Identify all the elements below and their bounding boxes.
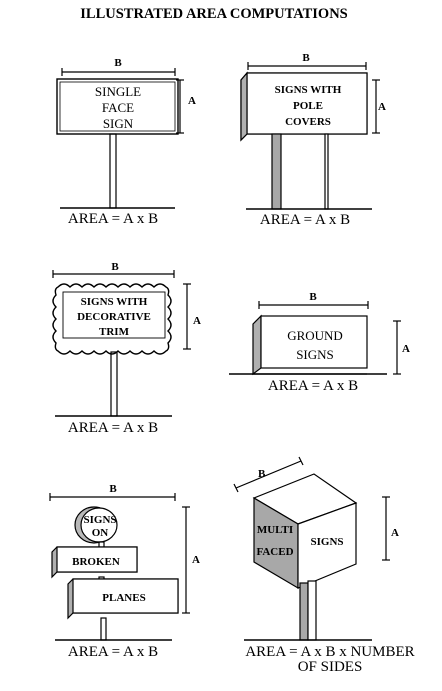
dimension-b-label: B <box>309 291 317 303</box>
pole-left <box>299 582 309 641</box>
sign-text-line1: SIGNS WITH <box>275 84 342 96</box>
single-face-sign-figure: B SINGLE FACE SIGN A AREA = A x B <box>56 57 196 227</box>
dimension-b-label: B <box>114 57 122 69</box>
sign-pole <box>109 133 117 209</box>
sign-text-line1: GROUND <box>287 328 343 343</box>
sign-text-line3: COVERS <box>285 116 331 128</box>
pole-cover-left <box>271 133 282 210</box>
sign-pole <box>100 617 107 641</box>
dimension-b-line <box>235 460 302 489</box>
page-title: ILLUSTRATED AREA COMPUTATIONS <box>80 6 348 22</box>
sign-text-line3: SIGN <box>103 116 134 131</box>
cube-right-face <box>297 502 357 589</box>
sign-face <box>62 291 166 339</box>
sign-text-line3: TRIM <box>99 326 130 338</box>
pole-covers-sign-figure: B SIGNS WITH POLE COVERS A AREA = A x B <box>240 52 386 228</box>
dimension-b-label: B <box>109 483 117 495</box>
multi-faced-sign-figure: B MULTI FACED SIGNS A AREA = A x B x NUM… <box>233 456 415 675</box>
decorative-trim-sign-figure: B SIGNS WITH DECORATIVE TRIM A AREA = A … <box>52 261 201 436</box>
dimension-a-label: A <box>391 527 399 539</box>
dimension-a-label: A <box>378 101 386 113</box>
planes-text: PLANES <box>102 592 145 604</box>
dimension-a-label: A <box>188 95 196 107</box>
sign-text-line2: FACE <box>102 100 134 115</box>
area-formula: AREA = A x B <box>68 211 158 227</box>
dimension-a-label: A <box>402 343 410 355</box>
dimension-b-label: B <box>111 261 119 273</box>
sign-text-line2: SIGNS <box>296 347 334 362</box>
sign-text-line1: SIGNS WITH <box>81 296 148 308</box>
area-formula: AREA = A x B <box>68 644 158 660</box>
sign-text-line1: SINGLE <box>95 84 141 99</box>
sign-text-line2: POLE <box>293 100 323 112</box>
faced-text: FACED <box>256 546 293 558</box>
dimension-b-label: B <box>302 52 310 64</box>
dimension-a-label: A <box>192 554 200 566</box>
ground-sign-figure: B GROUND SIGNS A AREA = A x B <box>229 291 410 394</box>
sign-pole <box>110 351 118 417</box>
decorative-trim-frame <box>52 283 172 355</box>
area-formula-line2: OF SIDES <box>298 659 363 675</box>
pole-right <box>307 580 317 641</box>
area-formula: AREA = A x B <box>268 378 358 394</box>
broken-planes-sign-figure: B SIGNS ON BROKEN PLANES A AREA = A x B <box>49 483 200 660</box>
sign-text-line2: DECORATIVE <box>77 311 151 323</box>
area-formula: AREA = A x B <box>260 212 350 228</box>
planes-sign <box>72 578 179 614</box>
area-formula: AREA = A x B <box>68 420 158 436</box>
pole-cover-right <box>324 133 329 210</box>
sign-face <box>246 72 368 135</box>
multi-text: MULTI <box>257 524 293 536</box>
broken-text: BROKEN <box>72 556 120 568</box>
signs-text: SIGNS <box>310 536 343 548</box>
broken-plane-sign <box>56 546 138 573</box>
dimension-b-label: B <box>258 468 266 480</box>
sign-face <box>260 315 368 369</box>
circle-text-line1: SIGNS <box>83 514 116 526</box>
sign-face <box>56 78 179 135</box>
circle-text-line2: ON <box>92 527 109 539</box>
dimension-a-label: A <box>193 315 201 327</box>
area-formula-line1: AREA = A x B x NUMBER <box>245 644 414 660</box>
